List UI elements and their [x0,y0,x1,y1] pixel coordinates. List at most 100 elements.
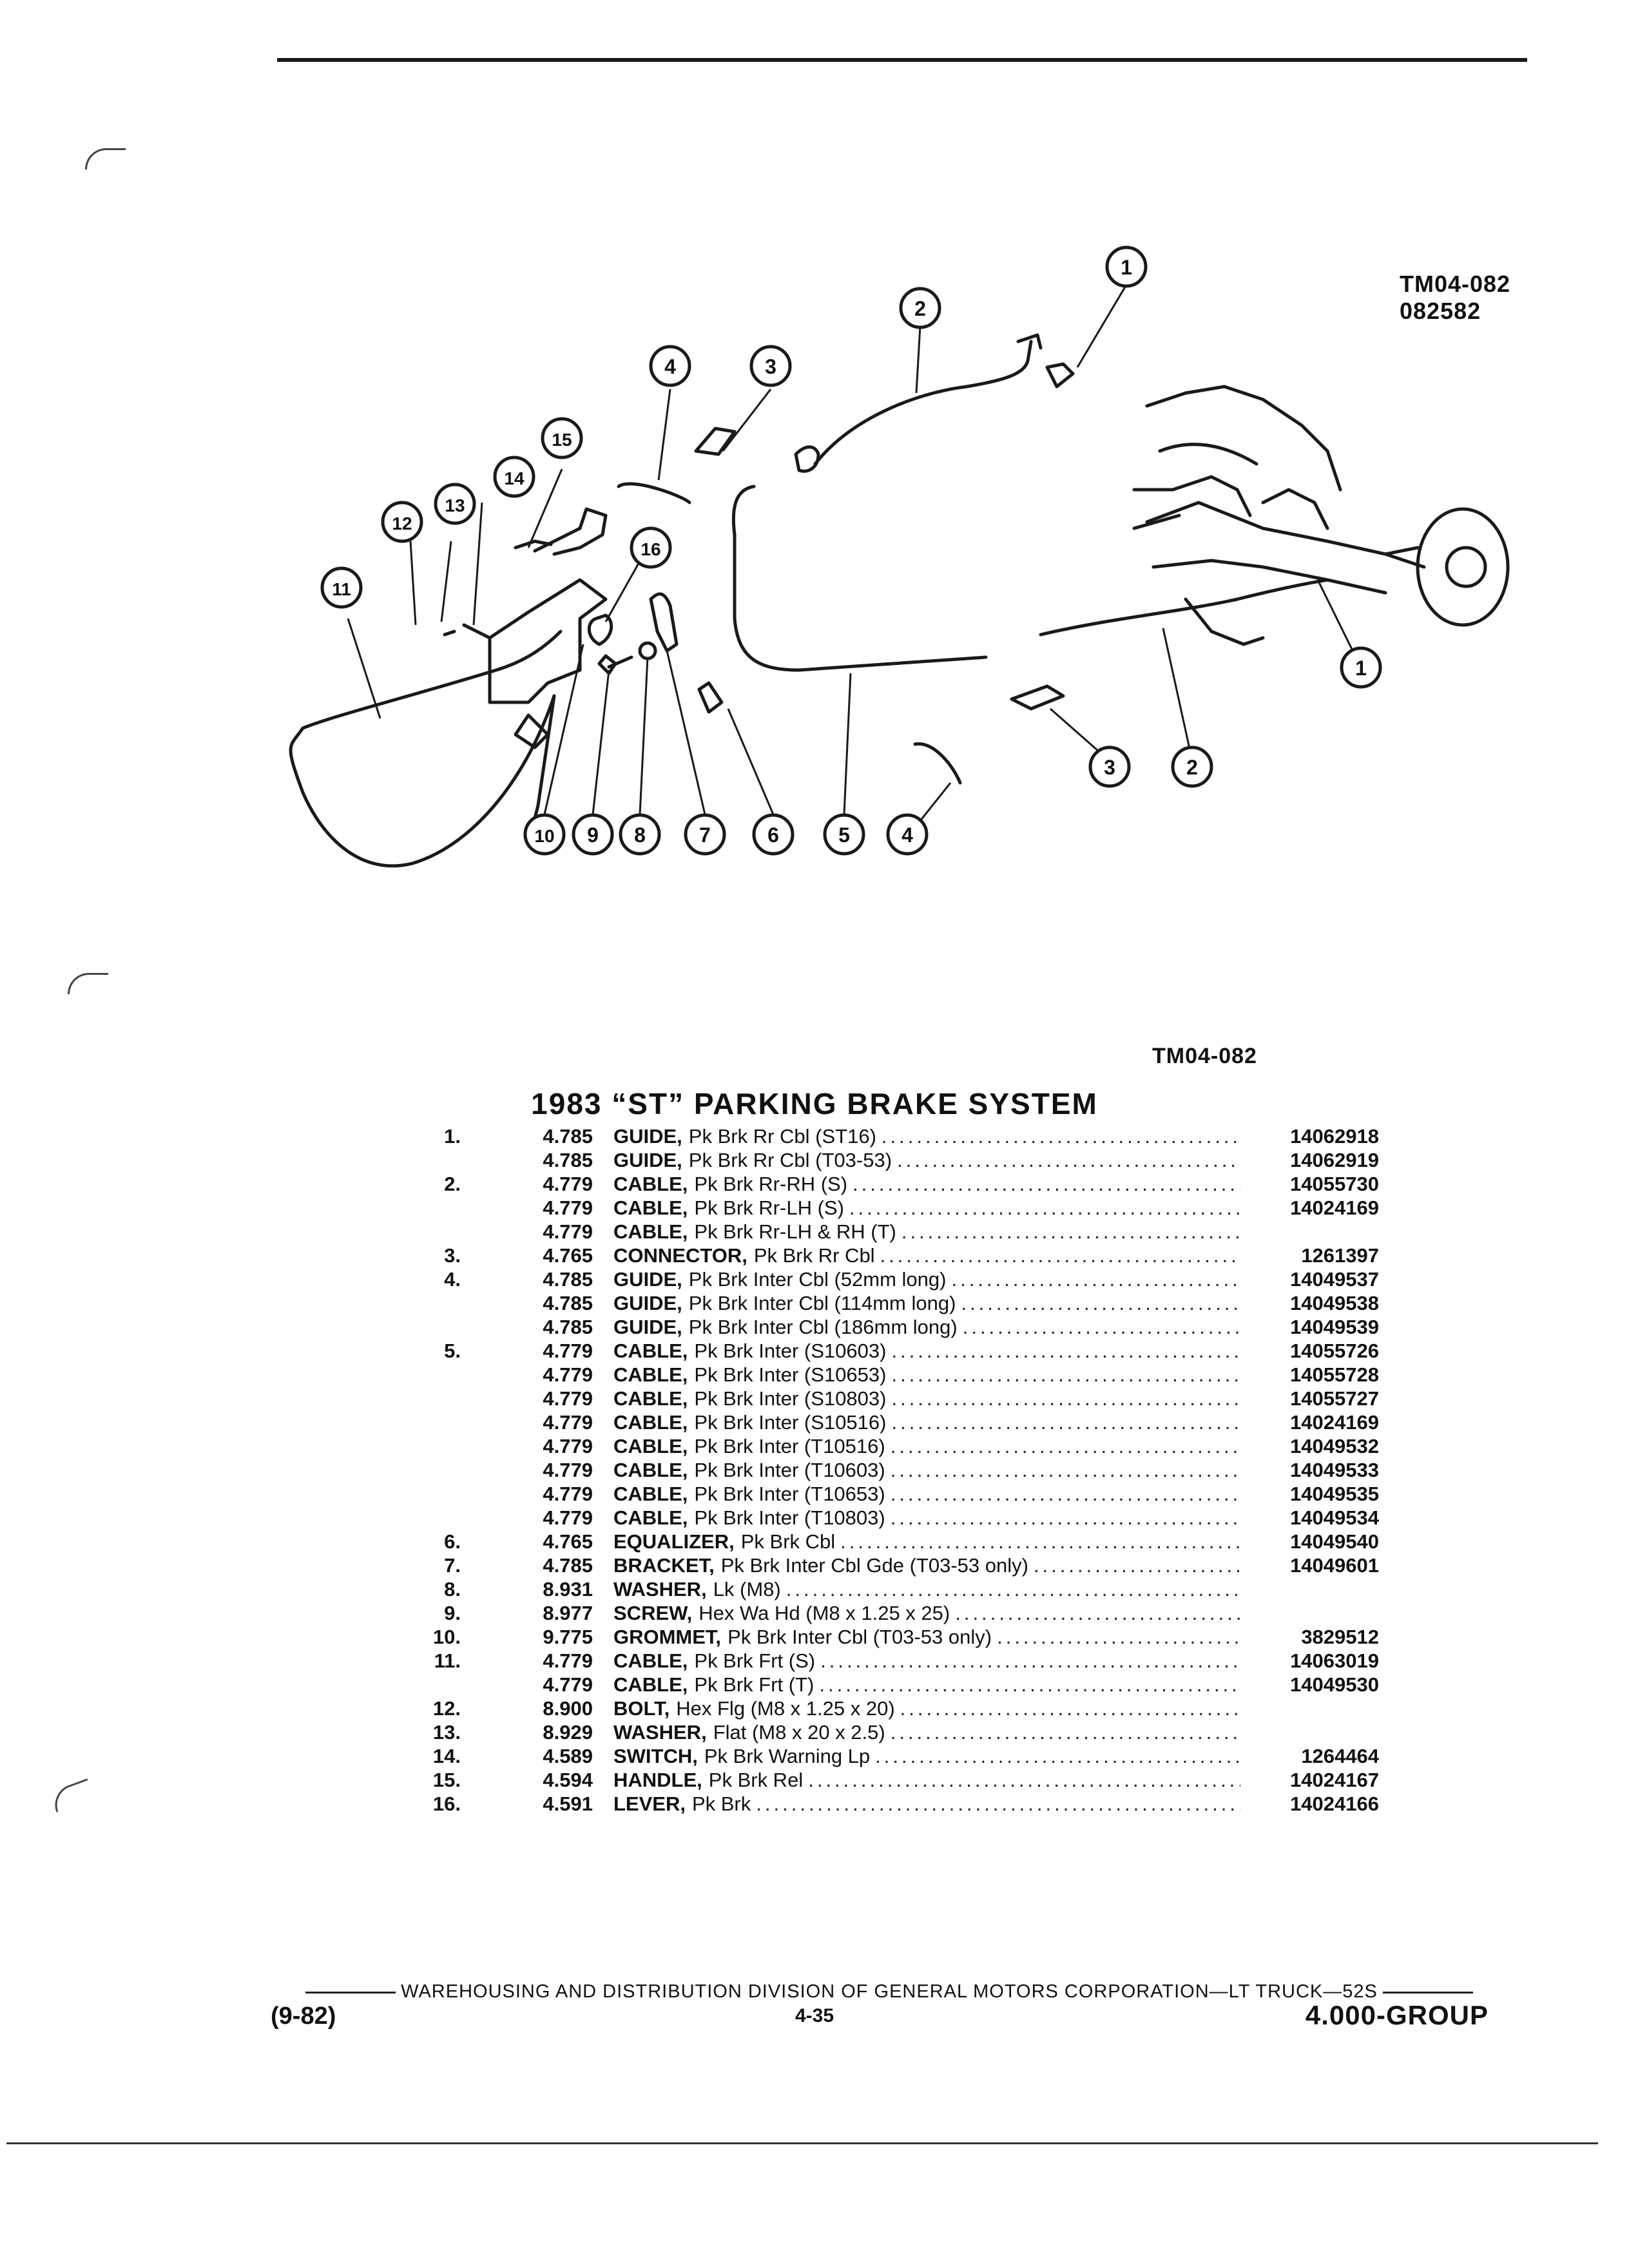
footer-date: (9-82) [271,2003,336,2030]
dot-leader [803,1768,1240,1792]
part-description: CABLE,Pk Brk Inter (T10603) [593,1458,1240,1482]
callout-1-top [1105,245,1148,288]
group-number: 4.779 [543,1196,593,1219]
group-number: 4.589 [543,1745,593,1767]
part-description: CABLE, Pk Brk Inter (T10653) [593,1482,1240,1506]
dot-leader [895,1696,1240,1720]
item-number: 11. [434,1649,461,1672]
part-description: WASHER, Flat (M8 x 20 x 2.5) [593,1720,1240,1744]
item-number [374,1410,477,1434]
part-detail: Flat (M8 x 20 x 2.5) [713,1721,885,1744]
part-name: SWITCH, [613,1745,698,1767]
part-name: WASHER, [613,1721,707,1744]
part-name: BOLT, [613,1697,670,1720]
footer-group: 4.000-GROUP [1305,2000,1489,2030]
callout-4-top [649,345,691,387]
part-number: 14049539 [1290,1316,1379,1338]
group-number: 4.779 [543,1411,593,1434]
top-rule [277,58,1527,62]
callout-label: 10 [534,826,554,846]
dot-leader [946,1267,1240,1291]
callout-8 [619,813,661,856]
part-detail: Pk Brk Rr-LH & RH (T) [694,1220,896,1243]
group-number: 4.779 [543,1649,593,1672]
item-number [374,1458,477,1482]
group-number: 9.775 [543,1626,593,1648]
callout-1-right [1340,646,1382,689]
part-number [1240,1220,1379,1244]
footer-page-number: 4-35 [795,2005,834,2026]
part-name: CABLE, [613,1411,688,1434]
part-description: GUIDE,Pk Brk Rr Cbl (ST16) [593,1124,1240,1148]
group-number: 4.779 [543,1506,593,1529]
part-description: GUIDE,Pk Brk Inter Cbl (52mm long) [593,1267,1240,1291]
part-description: CABLE,Pk Brk Frt (T) [593,1673,1240,1696]
group-number: 4.779 [543,1435,593,1457]
callout-label: 4 [901,823,913,847]
part-number: 1261397 [1301,1244,1379,1267]
part-detail: Hex Flg (M8 x 1.25 x 20) [676,1697,895,1720]
dot-leader [885,1458,1240,1482]
part-detail: Pk Brk Rr Cbl (T03-53) [688,1149,892,1171]
group-number: 4.779 [543,1673,593,1696]
callout-12 [381,501,423,543]
part-detail: Pk Brk Inter Cbl Gde (T03-53 only) [720,1554,1028,1577]
dot-leader [815,1649,1240,1673]
dot-leader [950,1601,1240,1625]
callout-label: 14 [504,468,525,488]
part-number: 14024169 [1290,1196,1379,1219]
item-number: 13. [432,1721,461,1744]
part-number: 14063019 [1290,1649,1379,1672]
figure-caption: TM04-082 [1152,1044,1257,1068]
part-detail: Pk Brk Inter Cbl (52mm long) [688,1268,947,1291]
part-number: 14062918 [1290,1125,1379,1148]
part-name: CABLE, [613,1483,688,1505]
part-number: 1264464 [1301,1745,1379,1767]
part-description: GROMMET,Pk Brk Inter Cbl (T03-53 only) [593,1625,1240,1649]
callout-6 [752,813,795,856]
part-number [1240,1577,1379,1601]
item-number: 14. [432,1745,461,1767]
part-description: CABLE, Pk Brk Inter (S10516) [593,1410,1240,1434]
part-detail: Pk Brk Rr Cbl [753,1244,875,1267]
part-name: HANDLE, [613,1769,702,1791]
group-number: 4.785 [543,1268,593,1291]
part-detail: Pk Brk Cbl [740,1530,836,1553]
part-detail: Pk Brk Inter (T10653) [694,1483,885,1505]
part-detail: Pk Brk Rel [708,1769,804,1791]
item-number: 6. [444,1530,461,1553]
part-number: 14049537 [1290,1268,1379,1291]
item-number [374,1673,477,1696]
part-name: GROMMET, [613,1626,722,1648]
part-description: BOLT, Hex Flg (M8 x 1.25 x 20) [593,1696,1240,1720]
binder-hole-mark [68,973,108,994]
part-name: CONNECTOR, [613,1244,747,1267]
dot-leader [1028,1553,1240,1577]
part-detail: Pk Brk Inter (S10516) [694,1411,887,1434]
group-number: 4.785 [543,1292,593,1314]
part-number: 14049534 [1290,1506,1379,1529]
part-detail: Pk Brk Inter (T10803) [694,1506,885,1529]
figure-date-code: 082582 [1400,298,1481,324]
part-description: CABLE,Pk Brk Frt (S) [593,1649,1240,1673]
part-name: CABLE, [613,1387,688,1410]
callout-label: 16 [641,539,660,559]
part-number: 14049532 [1290,1435,1379,1457]
item-number: 4. [444,1268,461,1291]
group-number: 4.779 [543,1387,593,1410]
part-description: CABLE,Pk Brk Inter (T10516) [593,1434,1240,1458]
part-description: WASHER,Lk (M8) [593,1577,1240,1601]
part-number: 14049540 [1290,1530,1379,1553]
part-detail: Pk Brk Inter (S10603) [694,1340,887,1362]
part-description: CONNECTOR, Pk Brk Rr Cbl [593,1244,1240,1267]
part-detail: Pk Brk [691,1792,751,1815]
